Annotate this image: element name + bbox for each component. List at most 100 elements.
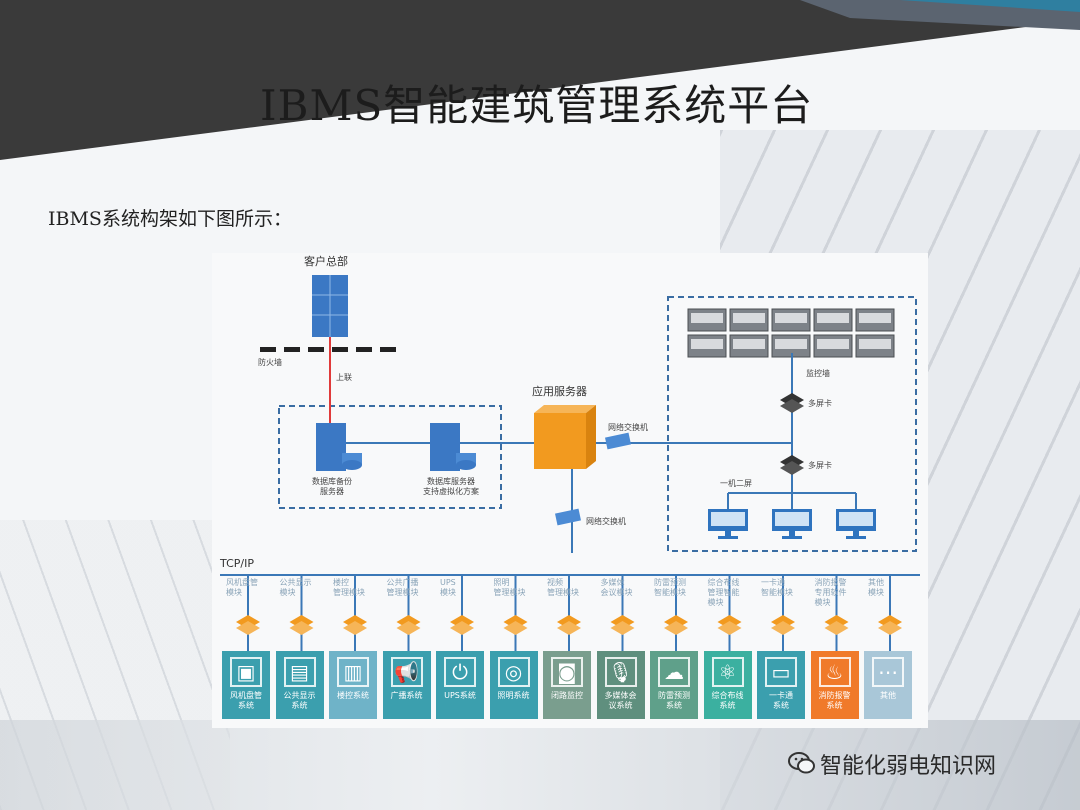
module-connector-icon <box>343 615 367 635</box>
subsystem-tile: ⋯ 其他 <box>864 651 912 719</box>
subsystem-label: 多媒体会 议系统 <box>604 691 637 710</box>
monitor-wall-panel <box>687 334 727 358</box>
monitor-wall-panel <box>813 308 853 332</box>
subsystem-label: 消防报警 系统 <box>818 691 851 710</box>
workstation-monitor-icon <box>836 509 876 539</box>
monitor-wall-label: 监控墙 <box>806 369 830 378</box>
cube-icon: ▣ <box>230 657 262 687</box>
intro-text: IBMS系统构架如下图所示： <box>48 208 292 230</box>
monitor-wall-panel <box>771 308 811 332</box>
subsystem-tile: ▥楼控系统 <box>329 651 377 719</box>
architecture-diagram: 客户总部 防火墙 上联 数据库备份 服务器 数据库服务器 支持虚拟化方案 应用服… <box>212 253 928 728</box>
module-label: 风机盘管 模块 <box>226 578 258 597</box>
db-backup-server <box>316 423 362 471</box>
switch-top-label: 网络交换机 <box>608 423 648 432</box>
client-hq-server <box>312 275 348 337</box>
page-title: IBMS智能建筑管理系统平台 <box>260 81 814 130</box>
subsystem-tile: ⏻UPS系统 <box>436 651 484 719</box>
subsystem-tile: ▭ 一卡通 系统 <box>757 651 805 719</box>
module-connector-icon <box>824 615 849 635</box>
monitor-wall-panel <box>729 334 769 358</box>
app-server <box>534 405 596 469</box>
subsystem-tile: ⚛ 综合布线 系统 <box>703 651 752 719</box>
multi-screen-card-1 <box>780 393 804 413</box>
module-connector-icon <box>503 615 528 635</box>
module-label: 综合布线 管理智能 模块 <box>707 578 740 607</box>
camera-icon: ◙ <box>551 657 583 687</box>
firewall-line <box>260 347 396 352</box>
network-switch-mid-icon <box>555 508 581 526</box>
db-server-label: 数据库服务器 支持虚拟化方案 <box>423 477 479 496</box>
monitor-group-box <box>667 296 917 552</box>
module-label: 防雷预测 智能模块 <box>654 578 686 597</box>
firewall-label: 防火墙 <box>258 358 282 367</box>
module-connector-icon <box>717 615 742 635</box>
subsystem-label: 照明系统 <box>497 691 530 700</box>
subsystem-label: 楼控系统 <box>337 691 369 700</box>
module-connector-icon <box>396 615 421 635</box>
monitor-wall-panel <box>729 308 769 332</box>
client-hq-label: 客户总部 <box>304 255 348 268</box>
module-connector-icon <box>557 615 581 635</box>
subsystem-label: 一卡通 系统 <box>769 691 793 710</box>
subsystem-tile: ♨ 消防报警 系统 <box>810 651 859 719</box>
module-label: 多媒体 会议模块 <box>600 578 633 597</box>
db-backup-label: 数据库备份 服务器 <box>312 477 352 496</box>
subsystem-label: 防雷预测 系统 <box>658 691 690 710</box>
module-label: 消防报警 专用软件 模块 <box>814 578 847 607</box>
multi-card-2-label: 多屏卡 <box>808 461 832 470</box>
subsystem-tile: 🎙 多媒体会 议系统 <box>596 651 645 719</box>
background-strip-bottom <box>0 720 1080 810</box>
module-label: 公共广播 管理模块 <box>386 578 419 597</box>
subsystem-label: UPS系统 <box>444 691 476 700</box>
subsystem-tile: ▣ 风机盘管 系统 <box>222 651 270 719</box>
display-icon: ▤ <box>283 657 316 687</box>
module-connector-icon <box>610 615 635 635</box>
watermark-text: 智能化弱电知识网 <box>820 754 997 779</box>
monitor-wall-panel <box>855 334 895 358</box>
module-label: UPS 模块 <box>440 578 456 597</box>
tcpip-label: TCP/IP <box>220 557 254 570</box>
app-server-label: 应用服务器 <box>532 385 587 398</box>
subsystem-tile: ☁ 防雷预测 系统 <box>650 651 698 719</box>
wechat-icon <box>788 752 815 774</box>
db-server <box>430 423 476 471</box>
switch-mid-label: 网络交换机 <box>586 517 626 526</box>
dots-icon: ⋯ <box>872 657 904 687</box>
workstation-monitor-icon <box>772 509 812 539</box>
subsystem-tile: ▤ 公共显示 系统 <box>275 651 324 719</box>
megaphone-icon: 📢 <box>390 657 423 687</box>
monitor-wall-panel <box>813 334 853 358</box>
monitor-wall <box>687 308 895 358</box>
workstation-screens <box>708 509 876 539</box>
module-connector-icon <box>289 615 314 635</box>
multi-card-1-label: 多屏卡 <box>808 399 832 408</box>
module-label: 其他 模块 <box>868 578 884 597</box>
module-label: 公共显示 模块 <box>279 578 312 597</box>
id-card-icon: ▭ <box>765 657 797 687</box>
subsystem-label: 风机盘管 系统 <box>230 691 262 710</box>
workstation-monitor-icon <box>708 509 748 539</box>
atom-icon: ⚛ <box>711 657 744 687</box>
module-label: 视频 管理模块 <box>547 578 579 597</box>
one-two-screens-label: 一机二屏 <box>720 479 752 488</box>
subsystem-label: 公共显示 系统 <box>283 691 316 710</box>
module-connector-icon <box>664 615 688 635</box>
monitor-wall-panel <box>855 308 895 332</box>
subsystem-label: 闭路监控 <box>551 691 583 700</box>
network-switch-top-icon <box>605 432 631 450</box>
module-connector-icon <box>878 615 902 635</box>
cloud-lightning-icon: ☁ <box>658 657 690 687</box>
module-connector-icon <box>450 615 474 635</box>
module-connector-icon <box>771 615 795 635</box>
uplink-label: 上联 <box>336 373 352 382</box>
subsystem-tile: ◙ 闭路监控 <box>543 651 591 719</box>
subsystem-tile: ◎照明系统 <box>489 651 538 719</box>
subsystem-label: 广播系统 <box>390 691 423 700</box>
module-label: 一卡通 智能模块 <box>761 578 793 597</box>
subsystem-label: 综合布线 系统 <box>711 691 744 710</box>
fire-extinguisher-icon: ♨ <box>818 657 851 687</box>
subsystem-label: 其他 <box>880 691 896 700</box>
microphone-icon: 🎙 <box>604 657 637 687</box>
module-label: 楼控 管理模块 <box>333 578 365 597</box>
